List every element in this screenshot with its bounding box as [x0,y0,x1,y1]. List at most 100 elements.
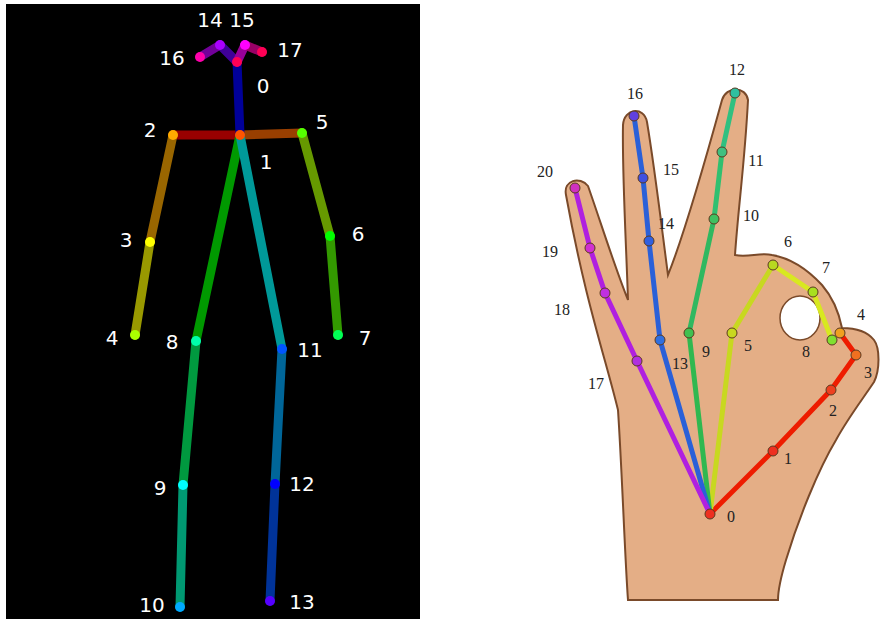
keypoint-number: 13 [289,592,314,612]
body-bone [180,485,183,607]
body-keypoint [270,479,280,489]
hand-keypoint [851,350,861,360]
hand-bone [637,361,710,514]
body-bone [173,131,240,140]
hand-keypoint [638,173,648,183]
hand-keypoint [717,147,727,157]
body-bone [275,349,282,484]
body-keypoint [325,231,335,241]
keypoint-number: 0 [257,76,270,96]
keypoint-number: 10 [743,208,759,224]
hand-bone [714,152,722,219]
hand-keypoint [730,88,740,98]
body-bone [330,236,338,335]
keypoint-number: 7 [359,328,372,348]
hand-bone [813,292,832,340]
keypoint-number: 6 [784,234,792,250]
hand-outline [566,90,879,601]
keypoint-number: 12 [289,474,314,494]
keypoint-number: 14 [197,10,222,30]
body-keypoint [130,330,140,340]
hand-keypoint [705,509,715,519]
hand-bone [722,93,735,152]
hand-keypoint [827,335,837,345]
keypoint-number: 0 [727,509,735,525]
body-bone [196,135,240,341]
body-keypoint [265,596,275,606]
body-keypoint [168,130,178,140]
keypoint-number: 8 [802,344,810,360]
keypoint-number: 20 [537,164,553,180]
body-keypoint [215,40,225,50]
keypoint-number: 16 [627,86,643,102]
keypoint-number: 14 [658,216,674,232]
keypoint-number: 1 [784,451,792,467]
hand-gap [780,296,820,340]
keypoint-number: 2 [829,403,837,419]
body-keypoint [175,602,185,612]
hand-bone [732,265,773,333]
keypoint-number: 11 [748,153,763,169]
keypoint-number: 4 [857,307,865,323]
keypoint-number: 3 [120,230,133,250]
hand-keypoint [768,446,778,456]
keypoint-number: 1 [260,152,273,172]
body-keypoint [240,40,250,50]
hand-bone [590,248,605,293]
keypoint-number: 19 [542,244,558,260]
hand-bone [649,241,660,340]
keypoint-number: 11 [297,340,322,360]
keypoint-number: 5 [744,338,752,354]
body-bone [237,62,240,135]
hand-keypoint [768,260,778,270]
keypoint-number: 7 [822,260,830,276]
hand-bone [643,178,649,241]
body-keypoint [257,47,267,57]
body-keypoint [191,336,201,346]
hand-bone [710,451,773,514]
keypoint-number: 17 [277,40,302,60]
body-keypoint [145,237,155,247]
keypoint-number: 12 [729,62,745,78]
keypoint-number: 3 [864,365,872,381]
hand-bone [773,390,831,451]
hand-keypoint [826,385,836,395]
body-bone [240,133,302,135]
hand-bone [634,116,643,178]
body-panel [6,4,420,619]
hand-keypoint [655,335,665,345]
keypoint-number: 4 [106,328,119,348]
body-bone [270,484,275,601]
hand-bone [773,265,813,292]
body-bone [183,341,196,485]
hand-bone [605,293,637,361]
keypoint-number: 2 [144,120,157,140]
hand-keypoint [727,328,737,338]
hand-bone [575,188,590,248]
body-keypoint [277,344,287,354]
keypoint-number: 15 [663,162,679,178]
body-keypoint [178,480,188,490]
keypoint-number: 9 [154,478,167,498]
body-keypoint [195,52,205,62]
body-bone [150,135,173,242]
hand-keypoint [629,111,639,121]
hand-bone [831,355,856,390]
hand-keypoint [585,243,595,253]
keypoint-number: 18 [554,302,570,318]
body-keypoint [235,130,245,140]
body-bone [135,242,150,335]
body-keypoint [333,330,343,340]
body-keypoint [297,128,307,138]
keypoint-number: 8 [166,332,179,352]
keypoint-number: 9 [702,344,710,360]
hand-keypoint [709,214,719,224]
keypoint-number: 13 [672,356,688,372]
keypoint-number: 16 [159,48,184,68]
keypoint-number: 15 [229,10,254,30]
body-bone [302,133,330,236]
keypoint-number: 10 [139,595,164,615]
